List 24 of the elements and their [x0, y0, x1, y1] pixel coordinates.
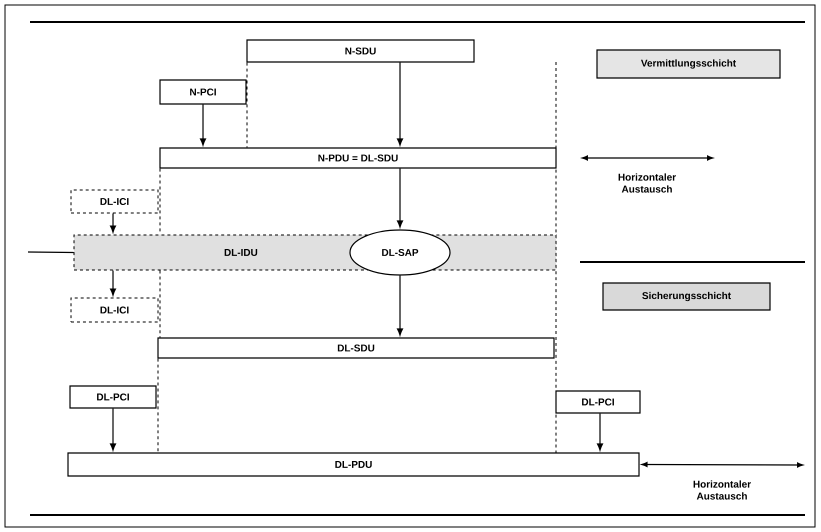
process-box: DL-PCI: [555, 390, 641, 414]
process-box: Sicherungsschicht: [602, 282, 771, 311]
process-box: N-SDU: [246, 39, 475, 63]
arrow: [596, 414, 604, 451]
arrow: [110, 408, 116, 451]
arrow: [396, 276, 404, 336]
arrow: [110, 214, 116, 233]
annotation-label: Horizontaler Austausch: [618, 173, 676, 193]
process-box: N-PCI: [159, 79, 247, 105]
arrow: [200, 104, 206, 146]
process-box: DL-SDU: [157, 337, 555, 359]
process-box: Vermittlungsschicht: [596, 49, 781, 79]
dashed-box: DL-ICI: [70, 190, 158, 214]
arrow: [641, 462, 804, 468]
process-box: N-PDU = DL-SDU: [159, 147, 557, 169]
process-box: DL-PCI: [69, 385, 157, 409]
edge-label: Horizontaler Austausch: [694, 480, 751, 500]
arrow: [396, 168, 404, 228]
dashed-box: DL-ICI: [70, 298, 158, 322]
line: [28, 251, 74, 254]
arrow: [396, 62, 404, 146]
arrow: [110, 270, 116, 296]
dashed-line: [246, 62, 248, 148]
process-box: DL-PDU: [67, 452, 640, 477]
